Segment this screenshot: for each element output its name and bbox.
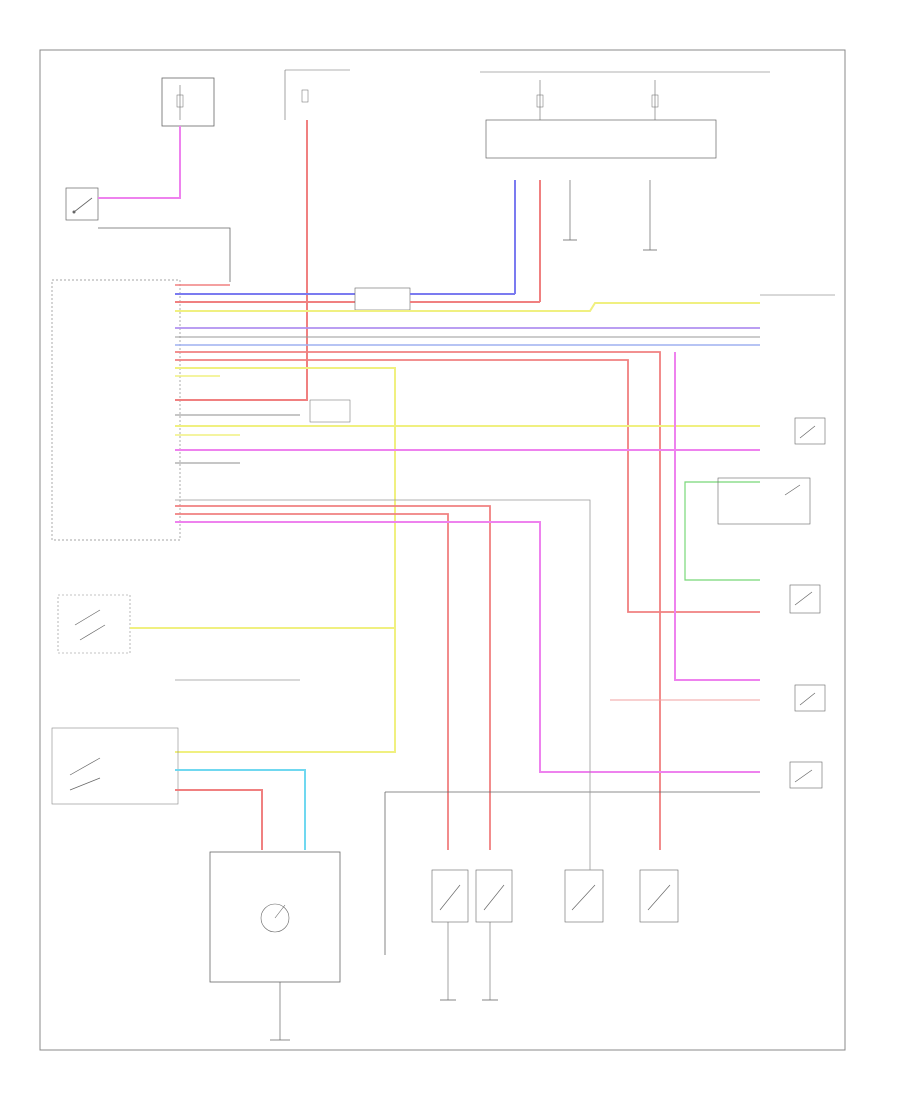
- wire-red-5: [175, 505, 491, 850]
- fuse-box-top-right: [480, 71, 770, 159]
- wire-pink-key: [98, 126, 181, 199]
- wire-cyan: [175, 769, 306, 850]
- wire-green-right: [684, 481, 760, 581]
- key-switch: [65, 187, 99, 221]
- bcm-box: [51, 279, 181, 541]
- door-switch-lower-3: [564, 869, 604, 923]
- wire-pink-right: [674, 352, 760, 681]
- wire-red-4: [175, 359, 760, 613]
- wire-pink-3: [175, 521, 760, 773]
- wire-red-lower: [175, 789, 263, 850]
- wire-red-6: [175, 513, 449, 850]
- door-switch-right-3: [794, 684, 826, 712]
- wire-yellow-1: [175, 302, 760, 312]
- door-switch-lower-4: [639, 869, 679, 923]
- fuse-box-top-left: [161, 77, 215, 127]
- relay-right: [717, 477, 811, 525]
- ground-label-box: [309, 399, 351, 423]
- joint-connector: [354, 287, 411, 311]
- door-switch-right-2: [789, 584, 821, 614]
- diagram-frame: [39, 49, 846, 1051]
- trunk-actuator: [209, 851, 341, 1041]
- door-switch-right-4: [789, 761, 823, 789]
- door-switch-lower-2: [475, 869, 513, 1000]
- door-switch-lower-1: [431, 869, 469, 1000]
- trunk-opener-switch: [51, 727, 179, 805]
- wire-red-bcm-battery: [175, 120, 308, 401]
- wire-red-3: [175, 351, 661, 850]
- wire-black-key-bcm: [98, 227, 231, 282]
- door-switch-right-1: [794, 417, 826, 445]
- wire-yellow-2: [175, 367, 396, 753]
- fuse-box-top-center: [284, 69, 350, 120]
- wire-grey-2: [175, 499, 591, 700]
- console-switch-left: [57, 594, 131, 654]
